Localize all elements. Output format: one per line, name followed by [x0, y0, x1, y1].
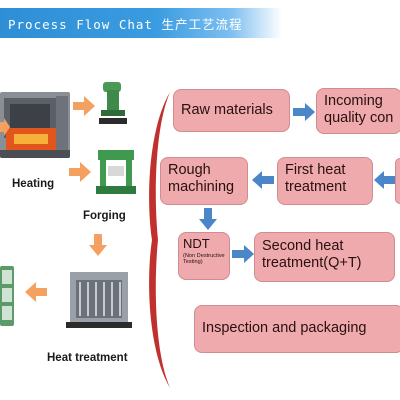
incoming-line2: quality con: [324, 110, 394, 127]
second-heat-treatment-box: Second heat treatment(Q+T): [254, 232, 395, 282]
ndt-box: NDT (Non Destructive Testing): [178, 232, 230, 280]
incoming-quality-control-box: Incoming quality con: [316, 88, 400, 134]
heating-label: Heating: [12, 178, 55, 190]
title-banner: [0, 8, 282, 38]
rough-machining-box: Rough machining: [160, 157, 248, 205]
inspection-packaging-box: Inspection and packaging: [194, 305, 400, 353]
blue-arrow-icon: [199, 208, 217, 235]
second-heat-line1: Second heat: [262, 238, 344, 254]
forging-hammer-image: [97, 80, 129, 126]
blue-arrow-icon: [252, 171, 274, 194]
raw-materials-box: Raw materials: [173, 89, 290, 132]
first-heat-line1: First heat: [285, 162, 346, 178]
rough-line2: machining: [168, 179, 235, 196]
orange-arrow-icon: [25, 282, 47, 307]
next-step-box-partial: [395, 158, 400, 204]
orange-arrow-icon: [89, 234, 107, 261]
incoming-line1: Incoming: [324, 93, 383, 109]
orange-arrow-icon: [69, 162, 91, 187]
machining-equipment-image: [0, 266, 14, 326]
ndt-subtitle: (Non Destructive Testing): [183, 252, 225, 265]
rough-line1: Rough: [168, 162, 211, 178]
bracket-divider: [140, 90, 174, 390]
ndt-title: NDT: [183, 236, 210, 251]
first-heat-treatment-box: First heat treatment: [277, 157, 373, 205]
page-title: Process Flow Chat 生产工艺流程: [8, 17, 243, 32]
raw-materials-label: Raw materials: [181, 102, 273, 118]
heat-treatment-label: Heat treatment: [47, 352, 128, 364]
forging-press-image: [94, 148, 138, 196]
orange-arrow-icon: [73, 96, 95, 121]
second-heat-line2: treatment(Q+T): [262, 255, 362, 272]
heat-treatment-furnace-image: [64, 268, 134, 330]
heating-furnace-image: [0, 92, 70, 158]
blue-arrow-icon: [374, 171, 396, 194]
forging-label: Forging: [83, 210, 126, 222]
first-heat-line2: treatment: [285, 179, 347, 196]
inspection-label: Inspection and packaging: [202, 320, 367, 336]
blue-arrow-icon: [232, 245, 254, 268]
blue-arrow-icon: [293, 103, 315, 126]
orange-arrow-icon: [0, 118, 10, 141]
